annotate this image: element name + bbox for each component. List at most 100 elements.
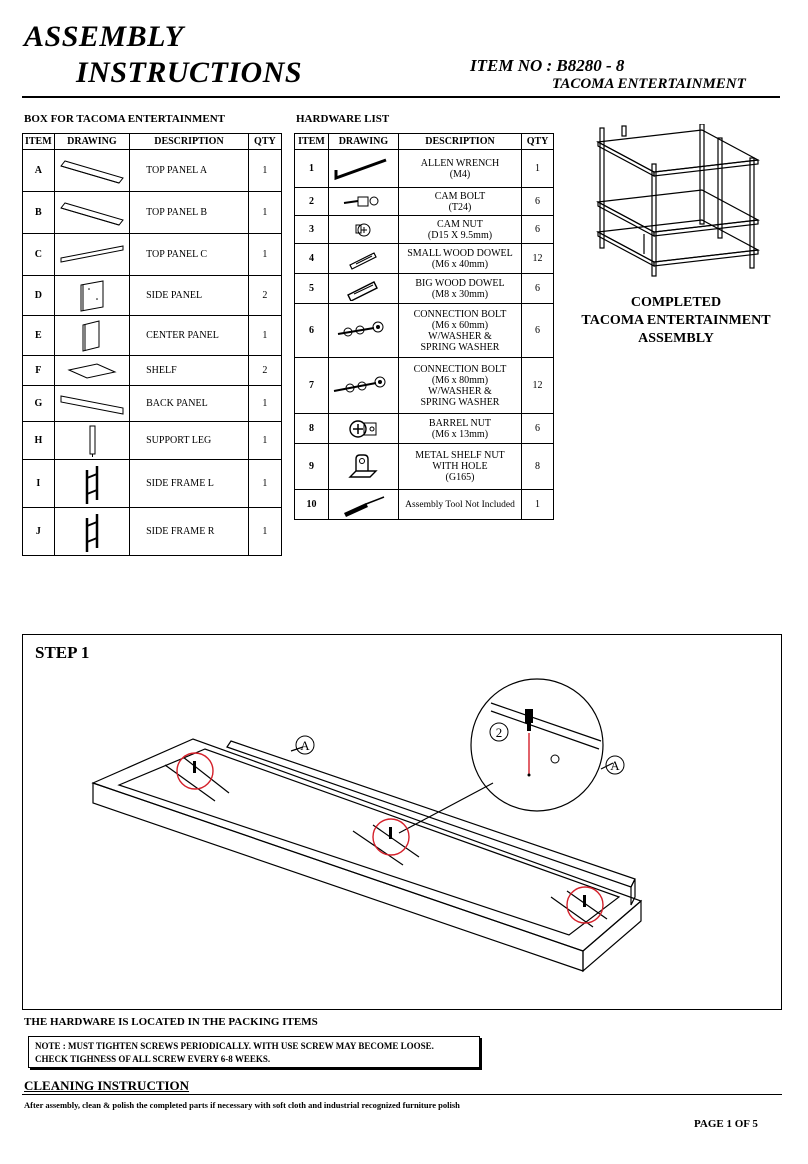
completed-line-1: COMPLETED (630, 295, 722, 310)
item-code: C (22, 233, 55, 276)
big-dowel-icon (327, 273, 399, 304)
hardware-description: BARREL NUT(M6 x 13mm) (397, 413, 523, 444)
cam-bolt-icon (327, 187, 399, 216)
hardware-description: BIG WOOD DOWEL(M8 x 30mm) (397, 273, 523, 304)
table-row: H SUPPORT LEG 1 (22, 421, 283, 460)
box-parts-table: ITEM DRAWING DESCRIPTION QTY A TOP PANEL… (22, 133, 283, 556)
item-code: I (22, 459, 55, 508)
title-assembly: ASSEMBLY (24, 20, 184, 53)
item-code: 7 (294, 357, 329, 414)
hardware-qty: 1 (521, 489, 554, 520)
col-item: ITEM (22, 133, 55, 150)
part-qty: 1 (247, 421, 283, 460)
col-qty: QTY (247, 133, 283, 150)
part-description: BACK PANEL (129, 385, 249, 422)
note-line-1: NOTE : MUST TIGHTEN SCREWS PERIODICALLY.… (35, 1041, 434, 1051)
shelf-icon (53, 355, 131, 386)
item-code: F (22, 355, 55, 386)
tighten-note-box: NOTE : MUST TIGHTEN SCREWS PERIODICALLY.… (28, 1036, 480, 1068)
long-panel-icon (53, 191, 131, 234)
hardware-qty: 8 (521, 443, 554, 490)
hardware-qty: 12 (521, 243, 554, 274)
step-1-panel: STEP 1 (22, 634, 782, 1010)
table-row: 6 CONNECTION BOLT(M6 x 60mm)W/WASHER &SP… (294, 303, 554, 358)
hardware-description: Assembly Tool Not Included (397, 489, 523, 520)
hardware-description: CONNECTION BOLT(M6 x 60mm)W/WASHER &SPRI… (397, 303, 523, 358)
table-row: G BACK PANEL 1 (22, 385, 283, 422)
table-row: 1 ALLEN WRENCH(M4) 1 (294, 149, 554, 188)
hardware-location-note: THE HARDWARE IS LOCATED IN THE PACKING I… (24, 1016, 318, 1028)
table-row: 4 SMALL WOOD DOWEL(M6 x 40mm) 12 (294, 243, 554, 274)
item-code: 2 (294, 187, 329, 216)
col-drawing: DRAWING (53, 133, 131, 150)
barrel-nut-icon (327, 413, 399, 444)
hardware-description: CAM BOLT(T24) (397, 187, 523, 216)
part-qty: 2 (247, 275, 283, 316)
hardware-qty: 6 (521, 215, 554, 244)
part-qty: 1 (247, 459, 283, 508)
table-row: F SHELF 2 (22, 355, 283, 386)
item-code: 4 (294, 243, 329, 274)
long-panel-icon (53, 233, 131, 276)
connection-bolt-long-icon (327, 357, 399, 414)
support-leg-icon (53, 421, 131, 460)
hardware-qty: 6 (521, 273, 554, 304)
cleaning-text: After assembly, clean & polish the compl… (24, 1100, 460, 1110)
allen-wrench-icon (327, 149, 399, 188)
table-row: 5 BIG WOOD DOWEL(M8 x 30mm) 6 (294, 273, 554, 304)
hardware-qty: 6 (521, 187, 554, 216)
table-row: J SIDE FRAME R 1 (22, 507, 283, 556)
table-row: 7 CONNECTION BOLT(M6 x 80mm)W/WASHER &SP… (294, 357, 554, 414)
item-code: J (22, 507, 55, 556)
hardware-table-title: HARDWARE LIST (296, 113, 390, 125)
step-1-diagram: A A 2 (91, 678, 643, 973)
table-row: E CENTER PANEL 1 (22, 315, 283, 356)
cam-nut-icon (327, 215, 399, 244)
item-code: H (22, 421, 55, 460)
part-qty: 1 (247, 149, 283, 192)
part-qty: 1 (247, 385, 283, 422)
table-row: B TOP PANEL B 1 (22, 191, 283, 234)
table-row: A TOP PANEL A 1 (22, 149, 283, 192)
part-qty: 1 (247, 191, 283, 234)
table-row: 2 CAM BOLT(T24) 6 (294, 187, 554, 216)
small-dowel-icon (327, 243, 399, 274)
hardware-qty: 6 (521, 413, 554, 444)
item-code: 9 (294, 443, 329, 490)
completed-assembly-caption: COMPLETED TACOMA ENTERTAINMENT ASSEMBLY (566, 294, 786, 348)
col-description: DESCRIPTION (129, 133, 249, 150)
hardware-description: CONNECTION BOLT(M6 x 80mm)W/WASHER &SPRI… (397, 357, 523, 414)
item-code: A (22, 149, 55, 192)
item-code: D (22, 275, 55, 316)
title-instructions: INSTRUCTIONS (76, 56, 303, 89)
table-row: 8 BARREL NUT(M6 x 13mm) 6 (294, 413, 554, 444)
item-code: 5 (294, 273, 329, 304)
part-description: TOP PANEL A (129, 149, 249, 192)
item-code: 3 (294, 215, 329, 244)
item-code: G (22, 385, 55, 422)
box-table-title: BOX FOR TACOMA ENTERTAINMENT (24, 113, 225, 125)
part-description: SIDE FRAME R (129, 507, 249, 556)
table-row: D SIDE PANEL 2 (22, 275, 283, 316)
col-item: ITEM (294, 133, 329, 150)
hardware-qty: 6 (521, 303, 554, 358)
label-part-a-magnified: A (610, 758, 620, 773)
center-panel-icon (53, 315, 131, 356)
part-description: TOP PANEL C (129, 233, 249, 276)
shelf-nut-icon (327, 443, 399, 490)
part-description: SUPPORT LEG (129, 421, 249, 460)
completed-line-2: TACOMA ENTERTAINMENT (581, 313, 771, 328)
cleaning-title: CLEANING INSTRUCTION (24, 1078, 190, 1093)
col-drawing: DRAWING (327, 133, 399, 150)
hardware-description: SMALL WOOD DOWEL(M6 x 40mm) (397, 243, 523, 274)
side-frame-icon (53, 507, 131, 556)
table-row: C TOP PANEL C 1 (22, 233, 283, 276)
item-code: B (22, 191, 55, 234)
hardware-qty: 1 (521, 149, 554, 188)
cleaning-divider (22, 1094, 782, 1095)
table-row: 10 Assembly Tool Not Included 1 (294, 489, 554, 520)
part-description: SIDE PANEL (129, 275, 249, 316)
side-panel-icon (53, 275, 131, 316)
item-code: 8 (294, 413, 329, 444)
